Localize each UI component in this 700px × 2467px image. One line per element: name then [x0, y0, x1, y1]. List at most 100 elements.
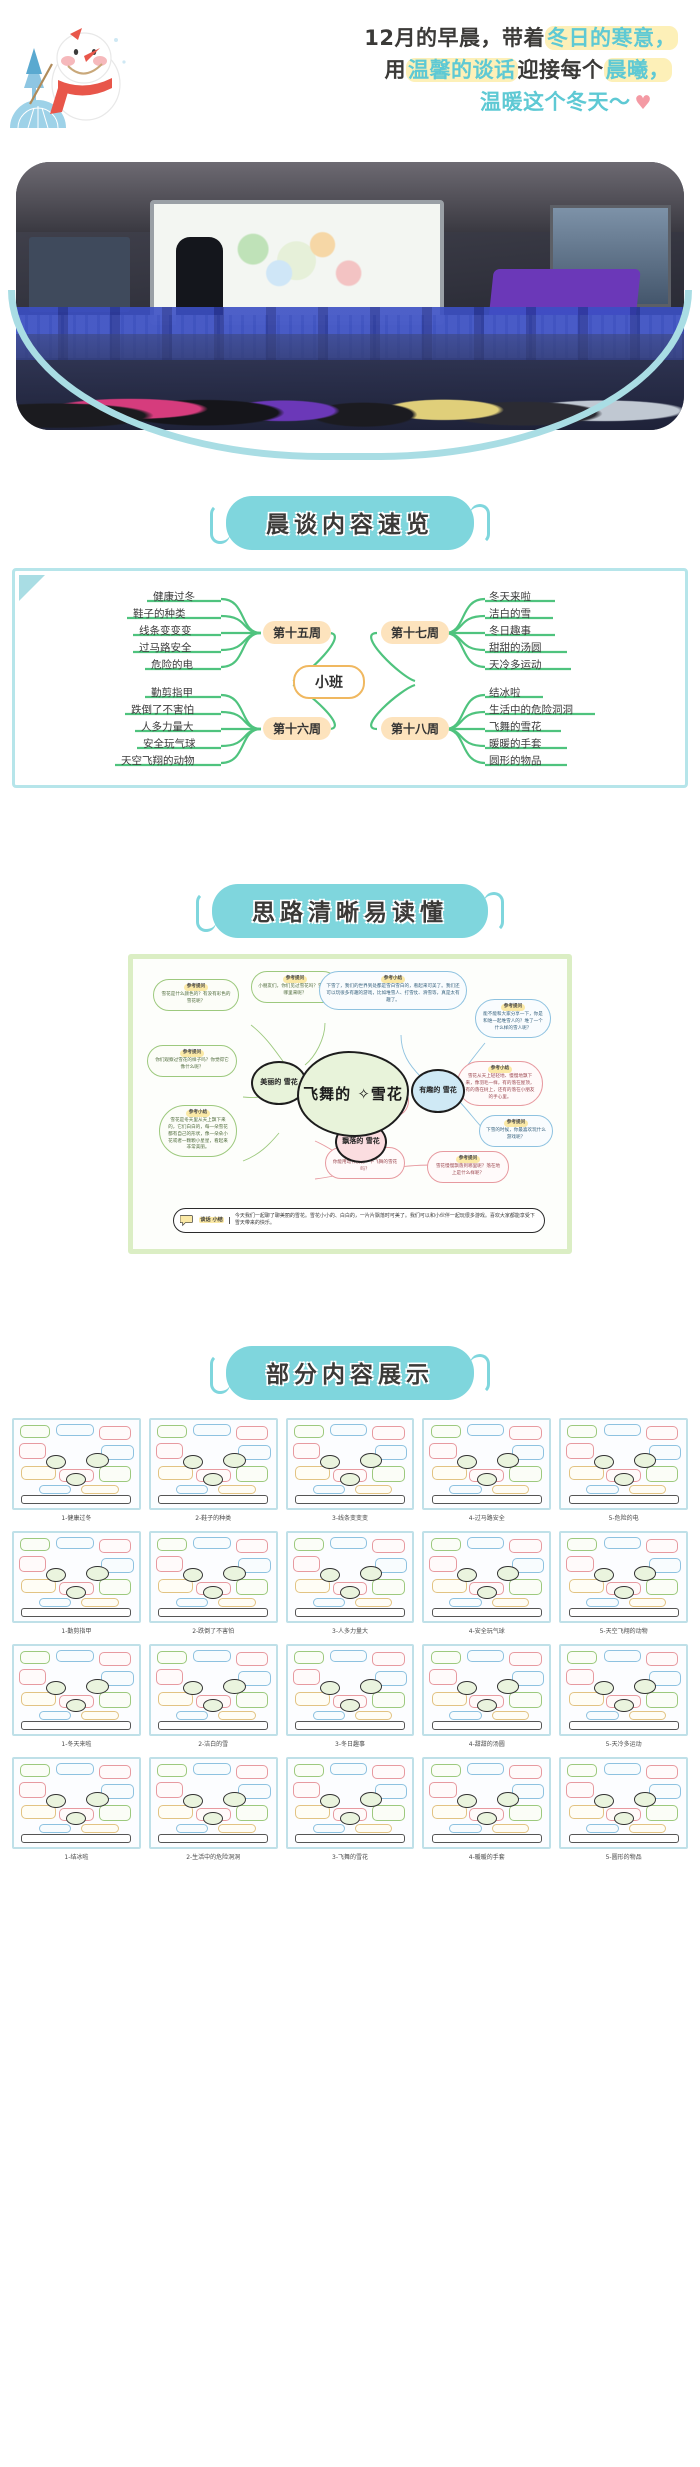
gallery-thumbnail[interactable]: [285, 1757, 415, 1849]
gallery-item[interactable]: 3-人多力量大: [285, 1531, 415, 1635]
thumb-bubble: [566, 1781, 594, 1798]
thumb-bubble: [56, 1423, 94, 1436]
gallery-thumbnail[interactable]: [285, 1644, 415, 1736]
section-title-3-wrap: 部分内容展示: [0, 1346, 700, 1400]
gallery-thumbnail[interactable]: [285, 1531, 415, 1623]
gallery-item[interactable]: 4-安全玩气球: [422, 1531, 552, 1635]
gallery-thumbnail[interactable]: [559, 1757, 688, 1849]
gallery-item[interactable]: 1-冬天来啦: [12, 1644, 141, 1748]
gallery-item[interactable]: 4-甜甜的汤圆: [422, 1644, 552, 1748]
thumb-node: [456, 1568, 477, 1583]
mindmap-leaf: 天冷多运动: [489, 659, 542, 671]
thumb-bubble: [374, 1783, 408, 1800]
thumb-node: [593, 1681, 614, 1696]
thumb-bubble: [646, 1578, 679, 1595]
gallery-thumbnail[interactable]: [559, 1644, 688, 1736]
gallery-thumbnail[interactable]: [559, 1418, 688, 1510]
thumb-node: [223, 1792, 246, 1808]
gallery-thumbnail[interactable]: [559, 1531, 688, 1623]
gallery-thumbnail[interactable]: [12, 1757, 141, 1849]
gallery-item[interactable]: 1-结冰啦: [12, 1757, 141, 1861]
thumb-bubble: [175, 1711, 209, 1720]
gallery-item[interactable]: 5-圆形的物品: [559, 1757, 688, 1861]
gallery-item[interactable]: 4-暖暖的手套: [422, 1757, 552, 1861]
thumb-node: [183, 1681, 204, 1696]
gallery-item[interactable]: 2-生活中的危险洞洞: [148, 1757, 278, 1861]
thumb-bubble: [646, 1765, 679, 1780]
thumb-summary-bar: [21, 1608, 132, 1617]
gallery-item[interactable]: 3-飞舞的雪花: [285, 1757, 415, 1861]
mindmap-leaf: 圆形的物品: [489, 755, 542, 767]
gallery-item[interactable]: 1-勤剪指甲: [12, 1531, 141, 1635]
gallery-thumbnail[interactable]: [148, 1418, 278, 1510]
gallery-thumbnail[interactable]: [148, 1531, 278, 1623]
gallery-thumbnail[interactable]: [148, 1644, 278, 1736]
thumb-summary-bar: [295, 1495, 405, 1504]
pill-arc-right-icon: [470, 1354, 490, 1394]
thumb-node: [203, 1811, 224, 1825]
header-line-3: 温暖这个冬天～♥: [140, 86, 678, 119]
thumb-summary-bar: [568, 1495, 679, 1504]
thumb-bubble: [293, 1764, 324, 1778]
pill-arc-right-icon: [484, 892, 504, 932]
section-title-2-wrap: 思路清晰易读懂: [0, 884, 700, 938]
thumb-node: [320, 1568, 340, 1583]
gallery-item[interactable]: 5-天空飞翔的动物: [559, 1531, 688, 1635]
detail-bubble: 参考提问 雪花慢慢飘落到哪里呢？落在地上是什么样呢？: [427, 1151, 509, 1183]
thumb-bubble: [295, 1691, 331, 1706]
gallery-item[interactable]: 3-冬日趣事: [285, 1644, 415, 1748]
gallery-thumbnail[interactable]: [12, 1644, 141, 1736]
thumb-bubble: [330, 1536, 368, 1549]
gallery-thumbnail[interactable]: [422, 1531, 552, 1623]
gallery-thumbnail[interactable]: [422, 1644, 552, 1736]
thumb-bubble: [509, 1539, 542, 1554]
thumb-node: [223, 1566, 246, 1582]
section-title-3: 部分内容展示: [210, 1346, 490, 1400]
gallery-thumbnail[interactable]: [422, 1757, 552, 1849]
gallery-item[interactable]: 3-线条变变变: [285, 1418, 415, 1522]
header-line2-part1: 用: [384, 58, 406, 82]
gallery-item-label: 5-天冷多运动: [605, 1741, 642, 1748]
thumb-bubble: [466, 1536, 505, 1549]
mindmap-week-pill: 第十七周: [381, 621, 450, 644]
thumb-node: [613, 1472, 634, 1486]
gallery-thumbnail[interactable]: [422, 1418, 552, 1510]
thumb-bubble: [354, 1824, 393, 1833]
thumb-bubble: [98, 1465, 132, 1482]
gallery-item[interactable]: 5-危险的电: [559, 1418, 688, 1522]
gallery-item-label: 1-冬天来啦: [61, 1741, 92, 1748]
thumb-bubble: [429, 1555, 457, 1572]
thumb-node: [46, 1794, 67, 1809]
summary-badge-text: 谈话 小结: [199, 1216, 224, 1223]
thumb-bubble: [567, 1538, 598, 1552]
thumb-bubble: [21, 1578, 57, 1593]
gallery-item[interactable]: 2-跌倒了不害怕: [148, 1531, 278, 1635]
gallery-item[interactable]: 5-天冷多运动: [559, 1644, 688, 1748]
thumb-bubble: [21, 1465, 57, 1480]
gallery-item-label: 1-勤剪指甲: [61, 1628, 92, 1635]
gallery-thumbnail[interactable]: [285, 1418, 415, 1510]
thumb-bubble: [429, 1668, 457, 1685]
thumb-bubble: [81, 1824, 119, 1833]
mindmap-week-pill: 第十五周: [263, 621, 332, 644]
thumb-bubble: [155, 1555, 184, 1572]
thumb-bubble: [295, 1804, 331, 1819]
gallery-thumbnail[interactable]: [12, 1418, 141, 1510]
gallery-item[interactable]: 2-鞋子的种类: [148, 1418, 278, 1522]
mindmap-leaf: 安全玩气球: [143, 738, 196, 750]
header-line3-highlight: 温暖这个冬天～: [479, 90, 631, 114]
thumb-bubble: [295, 1578, 331, 1593]
gallery-thumbnail[interactable]: [12, 1531, 141, 1623]
thumb-bubble: [218, 1824, 256, 1833]
gallery-item[interactable]: 2-洁白的雪: [148, 1644, 278, 1748]
thumb-node: [223, 1679, 246, 1695]
classroom-photo-block: [0, 162, 700, 462]
gallery-item[interactable]: 1-健康过冬: [12, 1418, 141, 1522]
bubble-text: 雪花慢慢飘落到哪里呢？落在地上是什么样呢？: [435, 1163, 501, 1176]
thumb-bubble: [330, 1423, 368, 1436]
thumb-bubble: [293, 1538, 324, 1552]
gallery-item[interactable]: 4-过马路安全: [422, 1418, 552, 1522]
bubble-tag: 参考小结: [380, 976, 406, 983]
gallery-thumbnail[interactable]: [148, 1757, 278, 1849]
detail-bubble: 参考提问 雪花是什么颜色的？有没有彩色的雪花呢？: [153, 979, 239, 1011]
